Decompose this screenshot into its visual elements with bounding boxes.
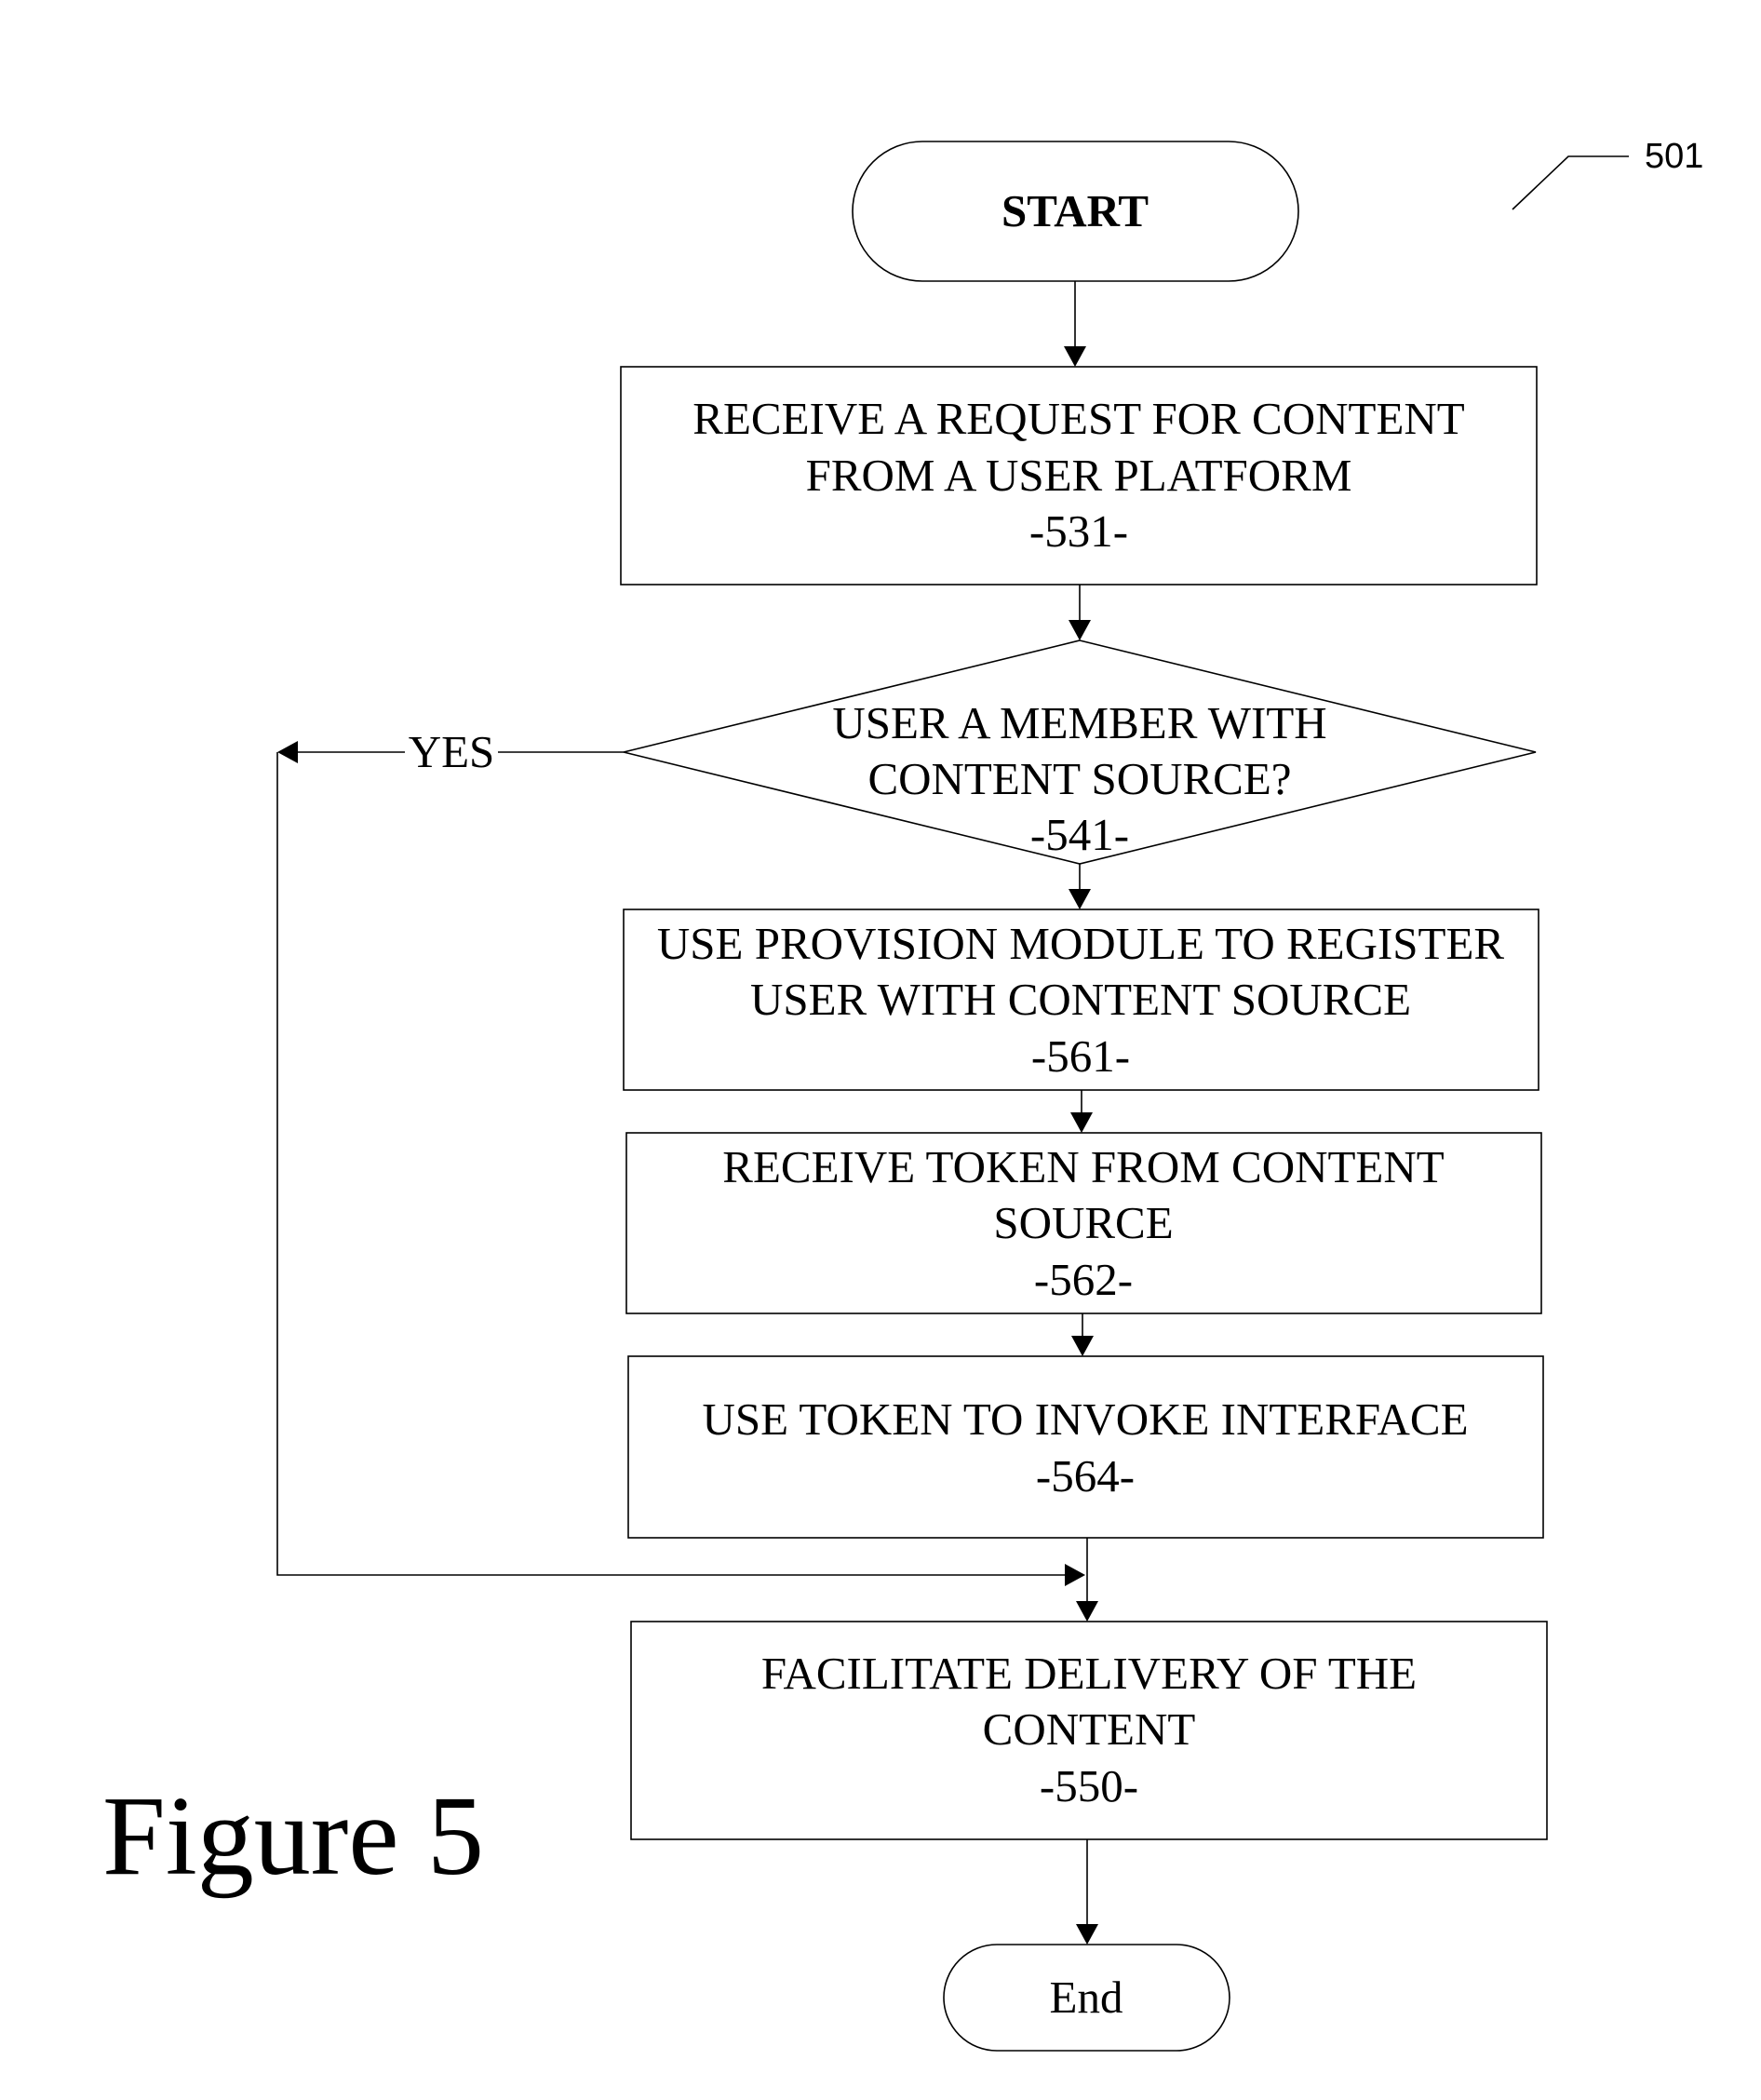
edge-562-to-564 <box>1071 1313 1094 1356</box>
process-box-561-line-1: USE PROVISION MODULE TO REGISTER <box>657 918 1505 969</box>
process-box-562-line-1: RECEIVE TOKEN FROM CONTENT <box>722 1141 1444 1192</box>
process-box-562-line-2: SOURCE <box>993 1197 1173 1248</box>
process-box-561: USE PROVISION MODULE TO REGISTER USER WI… <box>624 909 1539 1090</box>
edge-550-to-end <box>1076 1839 1098 1945</box>
end-terminal: End <box>944 1945 1230 2051</box>
edge-561-to-562 <box>1070 1090 1093 1133</box>
process-box-564-shape <box>628 1356 1543 1538</box>
edge-531-to-541 <box>1069 585 1091 640</box>
reference-number: 501 <box>1645 137 1703 176</box>
process-box-561-step-number: -561- <box>1031 1030 1130 1082</box>
process-box-564: USE TOKEN TO INVOKE INTERFACE -564- <box>628 1356 1543 1538</box>
decision-diamond-541-step-number: -541- <box>1030 809 1129 860</box>
process-box-531-line-2: FROM A USER PLATFORM <box>806 450 1352 501</box>
process-box-550-line-1: FACILITATE DELIVERY OF THE <box>761 1648 1417 1699</box>
edge-start-to-531 <box>1064 281 1086 367</box>
figure-caption: Figure 5 <box>102 1773 484 1899</box>
process-box-564-line-1: USE TOKEN TO INVOKE INTERFACE <box>702 1393 1468 1445</box>
edge-564-to-550 <box>1076 1538 1098 1622</box>
process-box-531-step-number: -531- <box>1029 505 1128 557</box>
process-box-564-step-number: -564- <box>1036 1450 1135 1501</box>
start-terminal: START <box>853 141 1298 281</box>
process-box-550-line-2: CONTENT <box>983 1703 1196 1755</box>
reference-leader-line <box>1512 156 1629 209</box>
edge-541-to-561 <box>1069 864 1091 909</box>
process-box-562: RECEIVE TOKEN FROM CONTENT SOURCE -562- <box>626 1133 1541 1313</box>
process-box-561-line-2: USER WITH CONTENT SOURCE <box>750 974 1411 1025</box>
process-box-531: RECEIVE A REQUEST FOR CONTENT FROM A USE… <box>621 367 1537 585</box>
process-box-562-step-number: -562- <box>1034 1254 1133 1305</box>
decision-diamond-541-line-2: CONTENT SOURCE? <box>867 753 1291 804</box>
start-terminal-label: START <box>1001 185 1149 236</box>
decision-diamond-541-line-1: USER A MEMBER WITH <box>832 697 1326 748</box>
yes-branch-label: YES <box>409 726 495 777</box>
process-box-550: FACILITATE DELIVERY OF THE CONTENT -550- <box>631 1622 1547 1839</box>
end-terminal-label: End <box>1050 1972 1123 2023</box>
process-box-531-line-1: RECEIVE A REQUEST FOR CONTENT <box>692 393 1464 444</box>
process-box-550-step-number: -550- <box>1040 1760 1138 1811</box>
decision-diamond-541: USER A MEMBER WITH CONTENT SOURCE? -541- <box>624 640 1536 864</box>
